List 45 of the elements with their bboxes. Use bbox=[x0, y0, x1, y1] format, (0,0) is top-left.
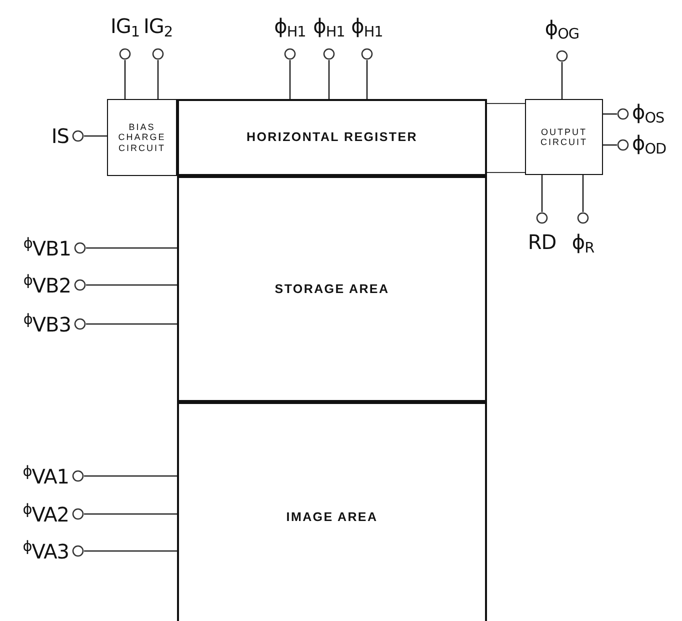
pin-label: ϕ$_{R}$ bbox=[572, 232, 594, 256]
block-label: OUTPUT CIRCUIT bbox=[540, 126, 588, 148]
pin-label: RD bbox=[528, 232, 556, 252]
wire bbox=[603, 113, 617, 115]
circuit-box bbox=[107, 99, 177, 176]
block-label: BIAS CHARGE CIRCUIT bbox=[117, 122, 167, 154]
wire bbox=[366, 60, 368, 99]
wire bbox=[86, 323, 177, 325]
wire bbox=[84, 135, 107, 137]
wire bbox=[603, 144, 617, 146]
wire bbox=[84, 475, 177, 477]
wire bbox=[124, 60, 126, 99]
pin-label: $^{ϕ}$VB3 bbox=[23, 313, 71, 335]
area-box bbox=[177, 402, 487, 621]
pin-label: $^{ϕ}$VA1 bbox=[22, 465, 69, 487]
area-box bbox=[177, 176, 487, 402]
wire bbox=[541, 175, 543, 212]
pin-label: $^{ϕ}$VB1 bbox=[23, 237, 71, 259]
block-label: IMAGE AREA bbox=[285, 510, 379, 525]
wire bbox=[289, 60, 291, 99]
pin-label: IG$_{1}$ bbox=[110, 16, 140, 40]
circuit-box bbox=[525, 99, 603, 175]
wire bbox=[86, 247, 177, 249]
wire bbox=[328, 60, 330, 99]
wire bbox=[157, 60, 159, 99]
pin-label: IS bbox=[51, 126, 69, 146]
pin-label: $^{ϕ}$VA3 bbox=[22, 540, 69, 562]
wire bbox=[84, 513, 177, 515]
block-label: HORIZONTAL REGISTER bbox=[246, 130, 418, 145]
pin-label: ϕ$_{OD}$ bbox=[632, 133, 666, 157]
pin-label: ϕ$_{OG}$ bbox=[544, 18, 580, 42]
pin-label: $^{ϕ}$VB2 bbox=[23, 274, 71, 296]
wire bbox=[84, 550, 177, 552]
wire bbox=[86, 284, 177, 286]
pin-label: ϕ$_{OS}$ bbox=[632, 102, 664, 126]
wire bbox=[582, 175, 584, 212]
pin-label: $^{ϕ}$VA2 bbox=[22, 503, 69, 525]
block-label: STORAGE AREA bbox=[274, 282, 390, 296]
wire bbox=[561, 62, 563, 99]
pin-label: ϕ$_{H1}$ bbox=[313, 16, 345, 40]
pin-label: ϕ$_{H1}$ bbox=[274, 16, 306, 40]
pin-label: IG$_{2}$ bbox=[143, 16, 173, 40]
connector-box bbox=[487, 103, 525, 173]
pin-label: ϕ$_{H1}$ bbox=[351, 16, 383, 40]
register-box bbox=[177, 99, 487, 176]
